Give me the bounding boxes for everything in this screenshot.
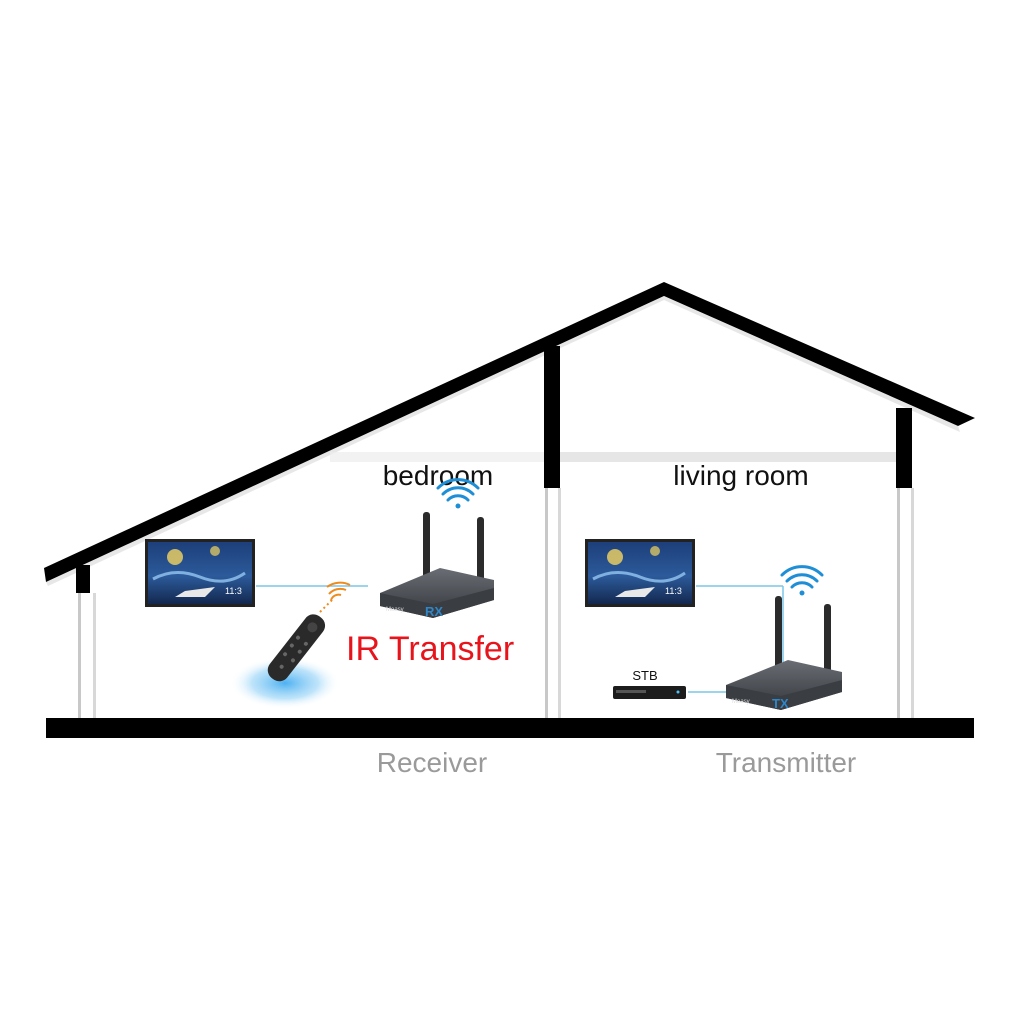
svg-text:RX: RX — [425, 604, 443, 619]
ir-beam-icon — [319, 581, 351, 613]
receiver-device: Measy RX — [380, 512, 494, 619]
svg-text:TX: TX — [772, 696, 789, 711]
svg-text:11:3: 11:3 — [665, 586, 682, 596]
hdmi-cables — [256, 585, 784, 693]
svg-text:Measy: Measy — [386, 607, 404, 613]
tv-icon: 11:3 — [145, 539, 255, 607]
floor — [46, 718, 974, 738]
stb-label: STB — [632, 668, 657, 683]
set-top-box-icon — [613, 686, 686, 699]
svg-text:11:3: 11:3 — [225, 586, 242, 596]
transmitter-caption: Transmitter — [716, 747, 857, 778]
wifi-signal-icon — [780, 565, 824, 596]
transmitter-device: Measy TX — [726, 596, 842, 711]
room-label-living-room: living room — [673, 460, 808, 491]
ir-transfer-label: IR Transfer — [346, 630, 514, 668]
receiver-caption: Receiver — [377, 747, 487, 778]
svg-text:Measy: Measy — [732, 699, 750, 705]
wifi-signal-icon — [436, 478, 480, 509]
tv-icon: 11:3 — [585, 539, 695, 607]
remote-control-icon — [267, 614, 326, 682]
remote-glow — [230, 657, 340, 709]
walls — [76, 346, 914, 720]
